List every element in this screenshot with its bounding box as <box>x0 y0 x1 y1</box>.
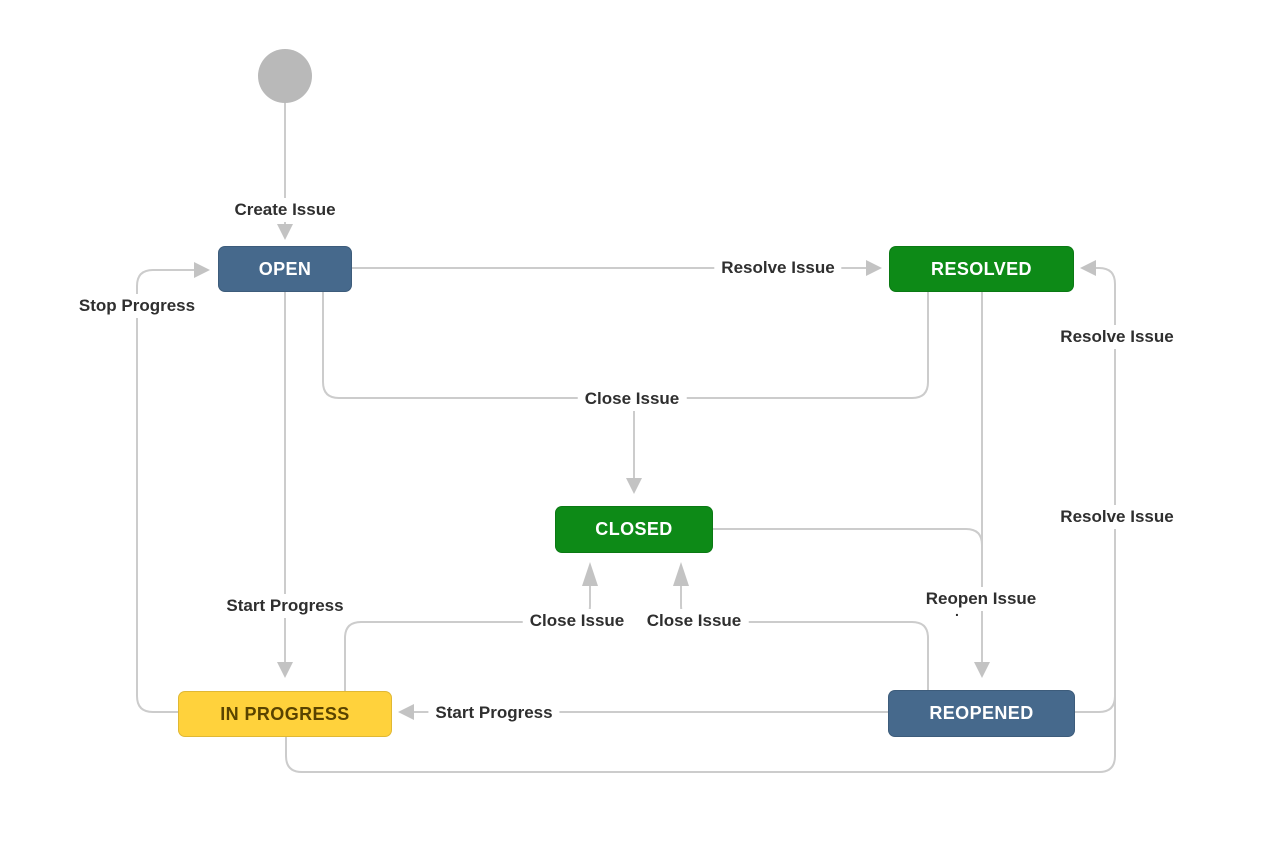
arrowhead-into-closed-top <box>626 478 642 494</box>
node-open-label: OPEN <box>258 258 312 279</box>
edge-label-stop-progress: Stop Progress <box>71 294 203 318</box>
node-resolved[interactable]: RESOLVED <box>889 246 1074 292</box>
edge-arrowheads <box>194 224 1096 720</box>
edge-label-resolve-issue-right-upper: Resolve Issue <box>1053 325 1181 349</box>
edge-label-close-issue-reopened: Close Issue <box>639 609 749 633</box>
node-closed-label: CLOSED <box>595 519 673 539</box>
node-open[interactable]: OPEN <box>218 246 352 292</box>
edge-inprogress-to-closed-close-issue <box>344 586 591 691</box>
edge-label-resolve-issue-open: Resolve Issue <box>714 256 842 280</box>
edge-label-create-issue: Create Issue <box>227 198 343 222</box>
start-node-circle[interactable] <box>258 49 312 103</box>
arrowhead-into-inprogress-right <box>398 704 414 720</box>
arrowhead-into-open-left <box>194 262 210 278</box>
edge-inprogress-to-open-stop-progress <box>136 269 194 713</box>
edge-label-start-progress-reopened: Start Progress <box>428 701 560 725</box>
arrowhead-into-reopened-top <box>974 662 990 678</box>
arrowhead-into-resolved-right <box>1080 260 1096 276</box>
arrowhead-into-open-top <box>277 224 293 240</box>
arrowhead-into-resolved-left <box>866 260 882 276</box>
node-in-progress-label: IN PROGRESS <box>220 703 350 724</box>
edge-label-close-issue-in-progress: Close Issue <box>522 609 632 633</box>
node-reopened[interactable]: REOPENED <box>888 690 1075 737</box>
node-reopened-label: REOPENED <box>929 703 1034 723</box>
edge-inprogress-to-resolved-resolve-issue <box>285 267 1116 773</box>
arrowhead-into-closed-bottom-left <box>582 562 598 586</box>
edge-label-close-issue-top: Close Issue <box>577 387 687 411</box>
node-closed[interactable]: CLOSED <box>555 506 713 553</box>
arrowhead-into-closed-bottom-right <box>673 562 689 586</box>
edge-label-reopen-issue-dot: . <box>955 603 959 619</box>
edge-label-resolve-issue-right-lower: Resolve Issue <box>1053 505 1181 529</box>
edge-label-start-progress-open: Start Progress <box>219 594 351 618</box>
arrowhead-into-inprogress-top <box>277 662 293 678</box>
edge-open-resolved-close-issue-rail <box>322 292 929 399</box>
node-resolved-label: RESOLVED <box>931 258 1032 279</box>
edge-closed-to-reopen-merge <box>713 528 983 546</box>
node-in-progress[interactable]: IN PROGRESS <box>178 691 392 737</box>
edge-label-reopen-issue: Reopen Issue <box>918 587 1044 611</box>
edge-reopened-to-resolved-merge <box>1075 695 1116 713</box>
edge-reopened-to-closed-close-issue <box>680 586 929 690</box>
